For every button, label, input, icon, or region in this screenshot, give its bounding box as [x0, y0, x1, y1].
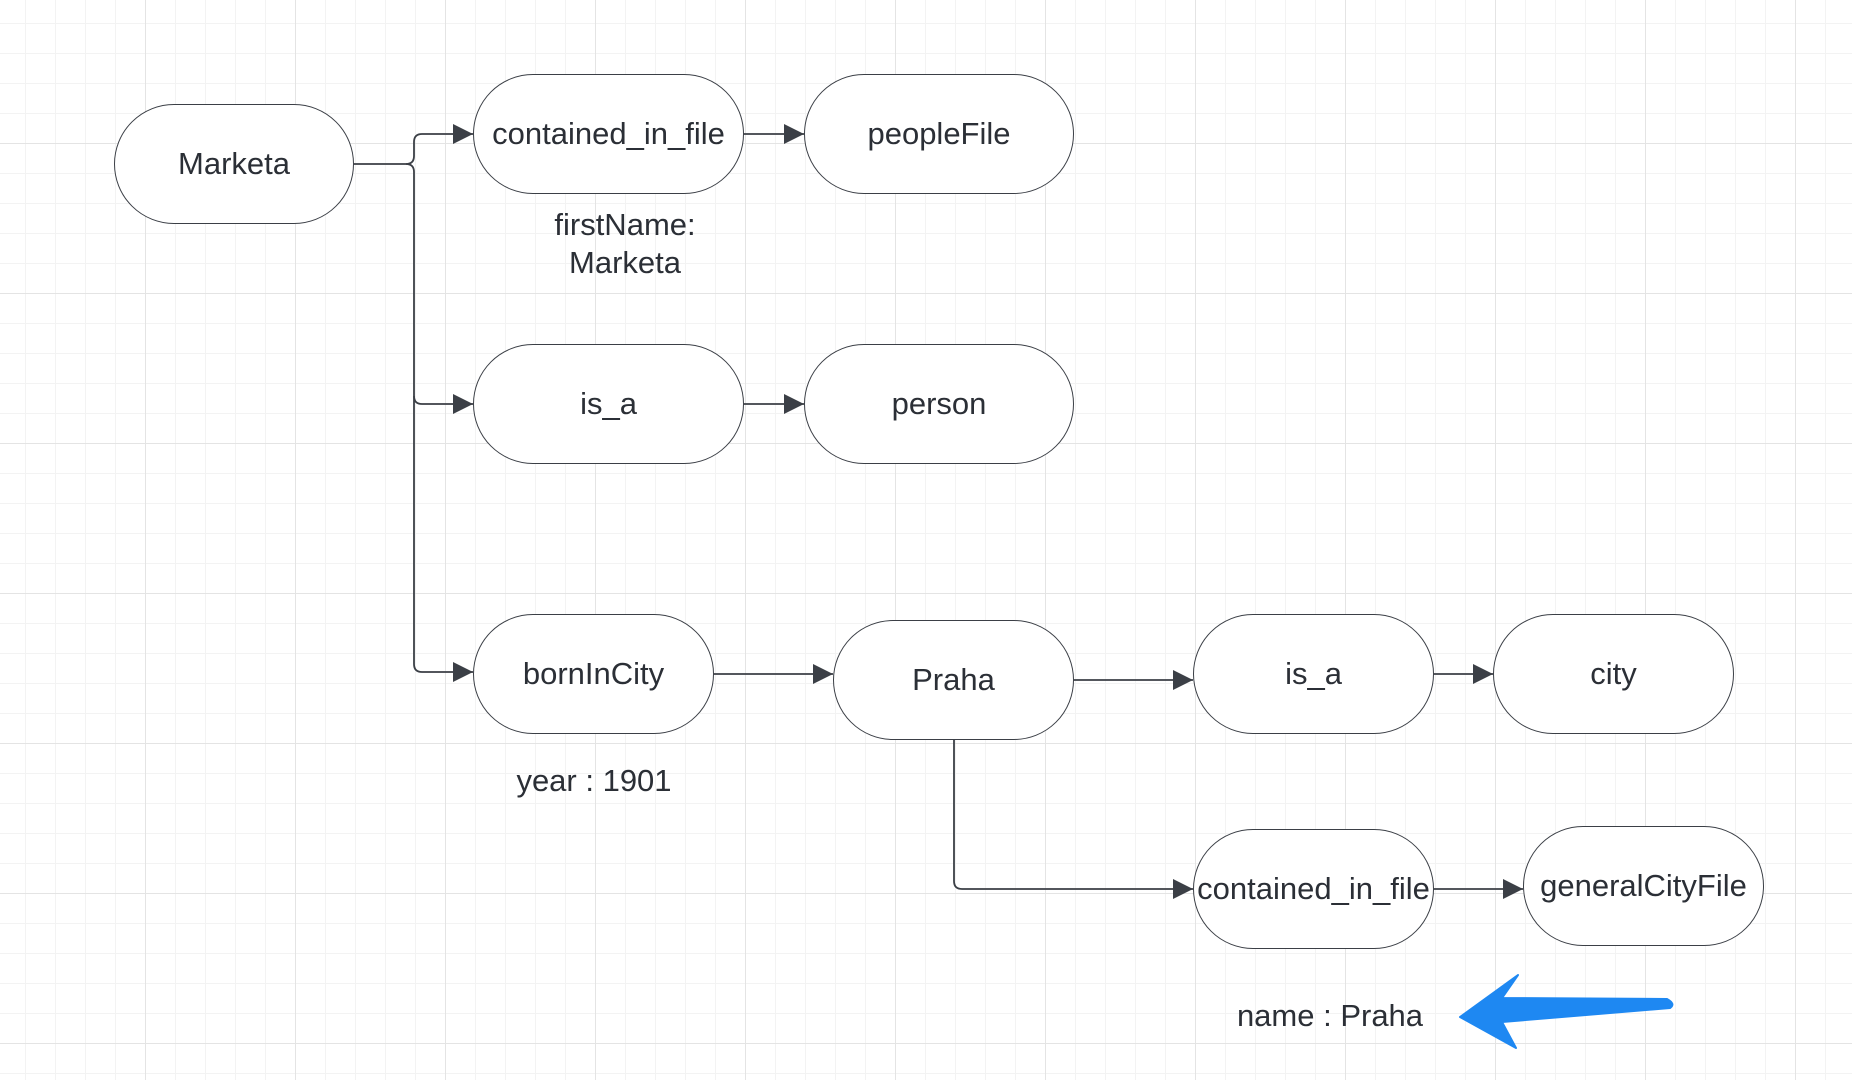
label-first-name-key: firstName:: [554, 207, 696, 242]
edge-praha-contained-in-file[interactable]: [953, 740, 1193, 899]
label-first-name[interactable]: firstName: Marketa: [525, 206, 725, 282]
node-is-a-2[interactable]: is_a: [1193, 614, 1434, 734]
node-born-in-city[interactable]: bornInCity: [473, 614, 714, 734]
edge-marketa-is-a[interactable]: [413, 394, 473, 414]
label-year[interactable]: year : 1901: [516, 763, 672, 798]
edge-marketa-contained-in-file[interactable]: [405, 124, 473, 165]
node-contained-in-file-1[interactable]: contained_in_file: [473, 74, 744, 194]
node-praha[interactable]: Praha: [833, 620, 1074, 740]
node-person[interactable]: person: [804, 344, 1074, 464]
node-contained-in-file-2[interactable]: contained_in_file: [1193, 829, 1434, 949]
label-first-name-value: Marketa: [569, 245, 681, 280]
node-marketa[interactable]: Marketa: [114, 104, 354, 224]
blue-pointer-arrow: [1459, 974, 1674, 1049]
edge-marketa-trunk[interactable]: [354, 163, 473, 682]
node-is-a-1[interactable]: is_a: [473, 344, 744, 464]
label-name[interactable]: name : Praha: [1236, 998, 1424, 1033]
node-people-file[interactable]: peopleFile: [804, 74, 1074, 194]
node-general-city-file[interactable]: generalCityFile: [1523, 826, 1764, 946]
node-city[interactable]: city: [1493, 614, 1734, 734]
